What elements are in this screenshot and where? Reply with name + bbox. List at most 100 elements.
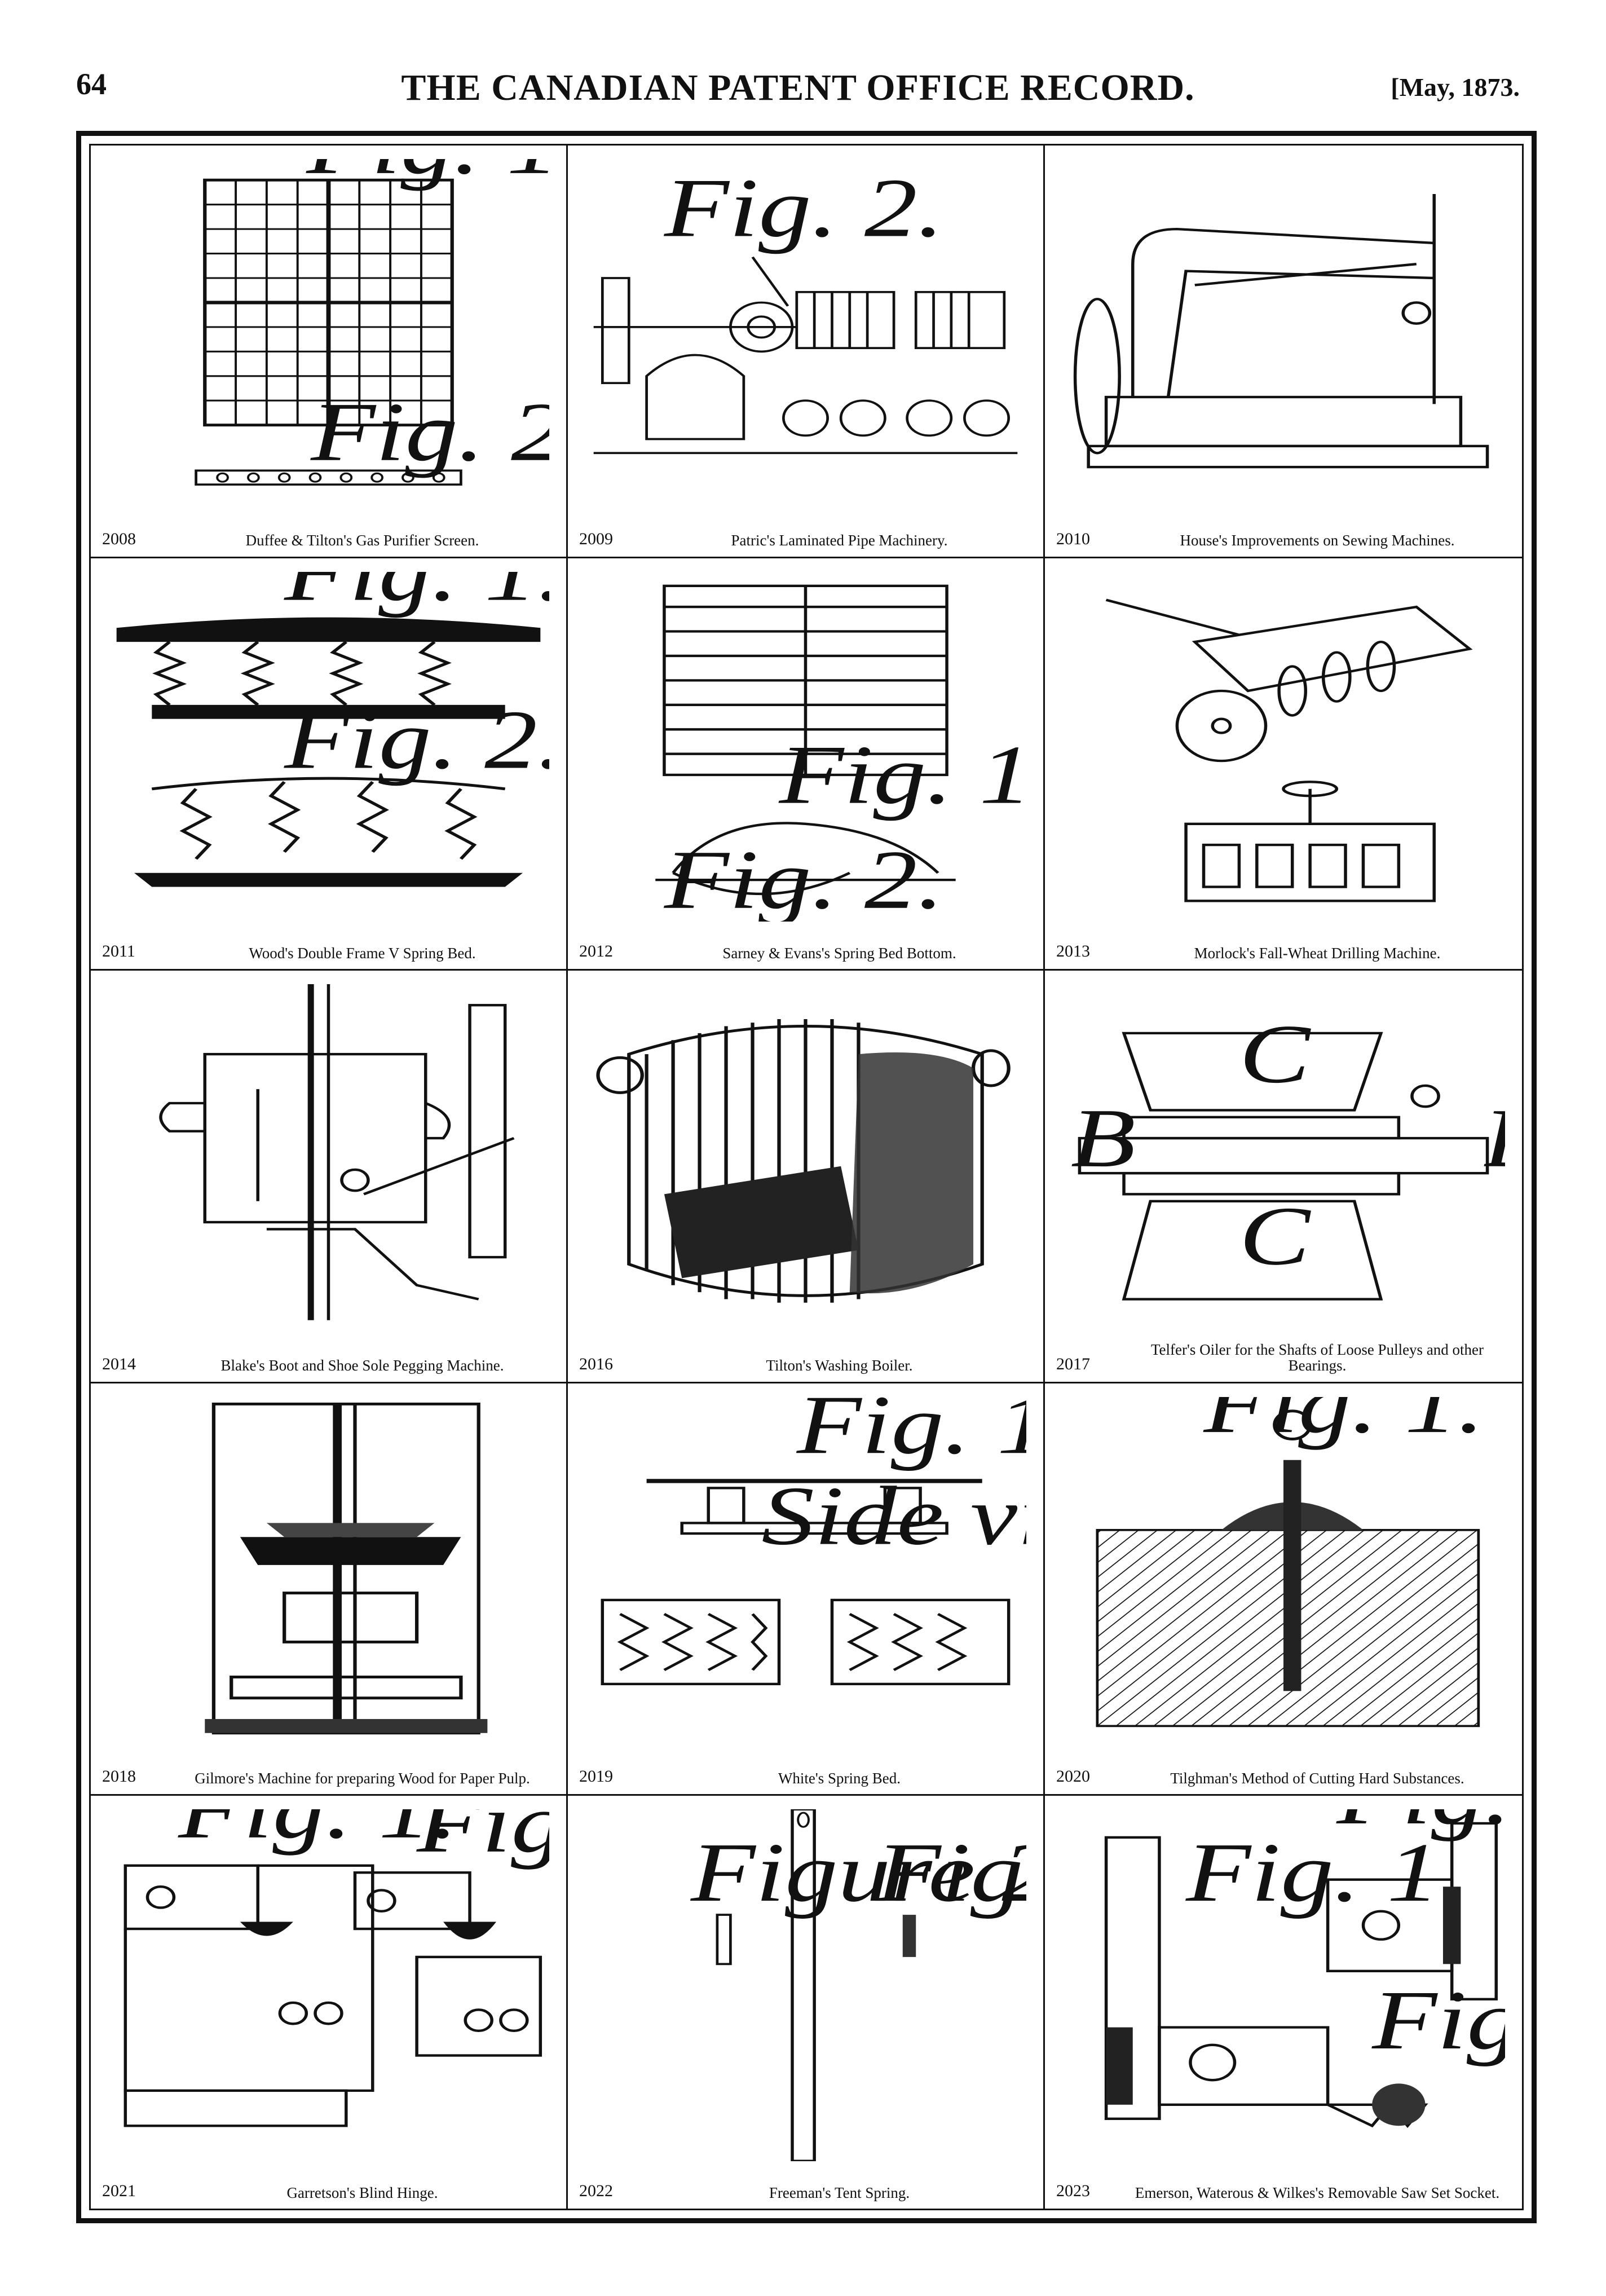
journal-title: THE CANADIAN PATENT OFFICE RECORD.: [401, 67, 1195, 108]
patent-number: 2009: [579, 529, 613, 548]
patent-title: Tilghman's Method of Cutting Hard Substa…: [1170, 1770, 1464, 1787]
patent-title: Blake's Boot and Shoe Sole Pegging Machi…: [220, 1357, 504, 1374]
patent-cell-2009: Fig. 2.: [568, 146, 1045, 558]
patent-grid: Fig. 1 Fig. 2: [89, 144, 1524, 2210]
patent-cell-2012: Fig. 1. Fig. 2. 2012 Sarney & Evans's Sp…: [568, 558, 1045, 971]
blind-hinge-illustration: Fig. 1. Fig. 2: [108, 1796, 566, 2161]
patent-caption: 2013 Morlock's Fall-Wheat Drilling Machi…: [1056, 925, 1511, 961]
patent-number: 2023: [1056, 2181, 1090, 2200]
patent-number: 2017: [1056, 1354, 1090, 1373]
patent-caption: 2012 Sarney & Evans's Spring Bed Bottom.: [579, 925, 1032, 961]
patent-title: Emerson, Waterous & Wilkes's Removable S…: [1135, 2184, 1500, 2201]
fig-label: Side view: [761, 1469, 1026, 1562]
drilling-machine-illustration: [1062, 572, 1505, 922]
patent-caption: 2009 Patric's Laminated Pipe Machinery.: [579, 513, 1032, 549]
patent-cell-2008: Fig. 1 Fig. 2: [91, 146, 568, 558]
patent-cell-2021: Fig. 1. Fig. 2: [91, 1796, 568, 2209]
pegging-machine-illustration: [108, 984, 549, 1334]
fig-label: Fig. 2: [416, 1809, 549, 1870]
patent-cell-2019: Fig. 1 Side view 201: [568, 1383, 1045, 1796]
tent-spring-illustration: Figure 2 Figure 3: [585, 1808, 1043, 2163]
patent-number: 2018: [102, 1767, 136, 1786]
patent-caption: 2020 Tilghman's Method of Cutting Hard S…: [1056, 1750, 1511, 1786]
patent-number: 2010: [1056, 529, 1090, 548]
patent-caption: 2010 House's Improvements on Sewing Mach…: [1056, 513, 1511, 549]
patent-caption: 2023 Emerson, Waterous & Wilkes's Remova…: [1056, 2165, 1511, 2201]
patent-cell-2016: 2016 Tilton's Washing Boiler.: [568, 971, 1045, 1383]
patent-number: 2021: [102, 2181, 136, 2200]
plate-frame: Fig. 1 Fig. 2: [76, 131, 1537, 2223]
washing-boiler-illustration: [585, 984, 1026, 1334]
page-number: 64: [76, 67, 107, 101]
svg-text:C: C: [1239, 1008, 1311, 1101]
patent-caption: 2022 Freeman's Tent Spring.: [579, 2165, 1032, 2201]
issue-date: [May, 1873.: [1391, 73, 1520, 102]
gas-purifier-screen-illustration: Fig. 1 Fig. 2: [108, 146, 564, 509]
fig-label: Fig. 1.: [1185, 1826, 1467, 1919]
fig-label: Fig. 2.: [664, 161, 944, 254]
fig-label: Fig. 3.: [1371, 1973, 1505, 2067]
patent-number: 2016: [579, 1354, 613, 1373]
patent-caption: 2011 Wood's Double Frame V Spring Bed.: [102, 925, 555, 961]
patent-caption: 2021 Garretson's Blind Hinge.: [102, 2165, 555, 2201]
patent-number: 2013: [1056, 942, 1090, 961]
fig-label: Fig. 1.: [178, 1809, 458, 1856]
svg-text:C: C: [1239, 1189, 1311, 1283]
spring-bed-illustration: Fig. 1. Fig. 2.: [108, 558, 564, 922]
cutting-hard-substances-illustration: Fig. 1.: [1062, 1383, 1505, 1747]
patent-title: Sarney & Evans's Spring Bed Bottom.: [722, 944, 956, 962]
patent-title: Duffee & Tilton's Gas Purifier Screen.: [245, 532, 479, 549]
patent-cell-2014: 2014 Blake's Boot and Shoe Sole Pegging …: [91, 971, 568, 1383]
patent-number: 2014: [102, 1354, 136, 1373]
patent-cell-2020: Fig. 1. 2020 Tilghman's Method of Cuttin…: [1045, 1383, 1522, 1796]
patent-title: Tilton's Washing Boiler.: [766, 1357, 913, 1374]
patent-caption: 2018 Gilmore's Machine for preparing Woo…: [102, 1750, 555, 1786]
patent-title: Telfer's Oiler for the Shafts of Loose P…: [1150, 1341, 1484, 1374]
wood-pulp-machine-illustration: [108, 1397, 549, 1747]
patent-number: 2008: [102, 529, 136, 548]
patent-title: Morlock's Fall-Wheat Drilling Machine.: [1194, 944, 1441, 962]
patent-cell-2011: Fig. 1. Fig. 2.: [91, 558, 568, 971]
patent-title: Freeman's Tent Spring.: [769, 2184, 910, 2201]
patent-cell-2013: 2013 Morlock's Fall-Wheat Drilling Machi…: [1045, 558, 1522, 971]
patent-cell-2023: Fig. A Fig. 1. Fig. 3.: [1045, 1796, 1522, 2209]
svg-text:B: B: [1071, 1092, 1136, 1185]
patent-number: 2012: [579, 942, 613, 961]
patent-title: House's Improvements on Sewing Machines.: [1180, 532, 1455, 549]
patent-caption: 2008 Duffee & Tilton's Gas Purifier Scre…: [102, 513, 555, 549]
patent-cell-2017: C C B B 2017 Telfer's Oiler for the Shaf…: [1045, 971, 1522, 1383]
patent-number: 2020: [1056, 1767, 1090, 1786]
page-header: 64 THE CANADIAN PATENT OFFICE RECORD. [M…: [76, 67, 1520, 117]
sewing-machine-illustration: [1062, 159, 1505, 509]
fig-label: Fig. 1: [796, 1397, 1026, 1471]
pulley-oiler-illustration: C C B B: [1062, 984, 1522, 1334]
patent-number: 2019: [579, 1767, 613, 1786]
fig-label: Fig. 2.: [284, 693, 549, 786]
fig-label: Fig. 1.: [284, 572, 549, 618]
patent-title: Patric's Laminated Pipe Machinery.: [731, 532, 948, 549]
fig-label: Fig. 2.: [664, 833, 944, 922]
fig-label: Figure 3: [876, 1826, 1026, 1919]
patent-cell-2018: 2018 Gilmore's Machine for preparing Woo…: [91, 1383, 568, 1796]
fig-label: Fig. 1.: [1203, 1397, 1484, 1450]
patent-number: 2011: [102, 942, 135, 961]
fig-label: Fig. 1.: [778, 728, 1026, 821]
patent-title: Garretson's Blind Hinge.: [286, 2184, 438, 2201]
patent-title: Wood's Double Frame V Spring Bed.: [249, 944, 476, 962]
spring-bed-bottom-illustration: Fig. 1. Fig. 2.: [585, 572, 1043, 926]
patent-caption: 2016 Tilton's Washing Boiler.: [579, 1338, 1032, 1374]
pipe-machinery-illustration: Fig. 2.: [585, 159, 1026, 509]
svg-text:B: B: [1483, 1092, 1505, 1185]
patent-caption: 2019 White's Spring Bed.: [579, 1750, 1032, 1786]
fig-label: Fig. 1: [306, 159, 549, 191]
patent-cell-2022: Figure 2 Figure 3 2022 Freeman's Tent Sp…: [568, 1796, 1045, 2209]
fig-label: Figure 2: [690, 1826, 1026, 1919]
white-spring-bed-illustration: Fig. 1 Side view: [585, 1383, 1043, 1747]
saw-set-socket-illustration: Fig. A Fig. 1. Fig. 3.: [1062, 1796, 1522, 2161]
patent-title: White's Spring Bed.: [778, 1770, 901, 1787]
patent-caption: 2014 Blake's Boot and Shoe Sole Pegging …: [102, 1338, 555, 1374]
patent-number: 2022: [579, 2181, 613, 2200]
fig-label: Fig. 2: [310, 385, 549, 478]
patent-caption: 2017 Telfer's Oiler for the Shafts of Lo…: [1056, 1338, 1511, 1374]
patent-cell-2010: 2010 House's Improvements on Sewing Mach…: [1045, 146, 1522, 558]
